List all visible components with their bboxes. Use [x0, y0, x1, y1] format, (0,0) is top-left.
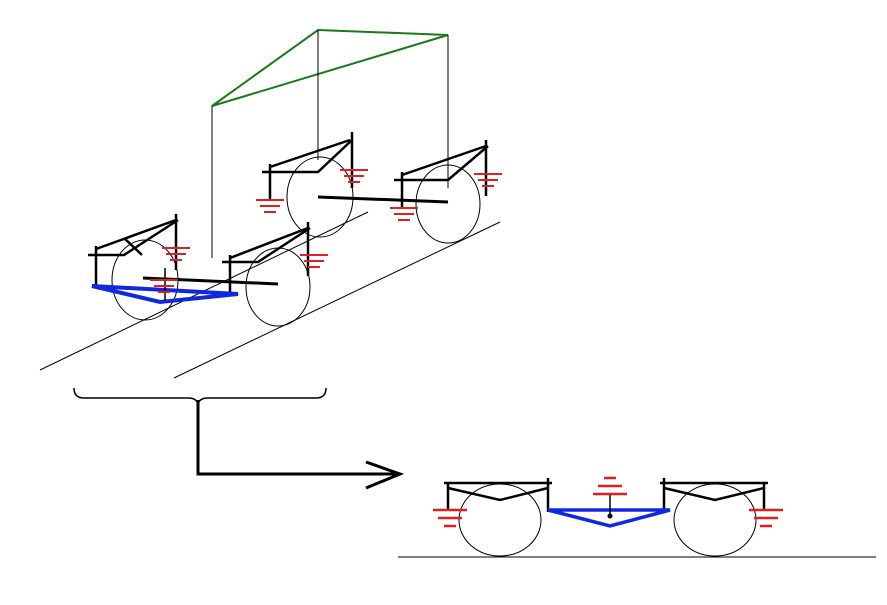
wheel-frames-top — [88, 132, 489, 296]
frame-side-right — [660, 478, 768, 512]
wheel-front-right — [245, 247, 311, 327]
suspension-triangle-top — [91, 268, 239, 305]
brace — [73, 387, 327, 407]
rail-right — [173, 221, 501, 379]
spring-ground-symbol — [162, 247, 190, 261]
spring-ground-symbol — [300, 254, 328, 268]
frame-side-left — [444, 478, 552, 512]
spring-ground-symbol — [256, 199, 284, 213]
upper-body-triangle — [211, 28, 449, 258]
blue-triangle-side — [547, 508, 671, 528]
green-triangle — [211, 28, 449, 107]
spring-ground-symbol — [150, 279, 178, 293]
spring-ground-symbol — [433, 508, 467, 528]
frame-front-left — [88, 214, 179, 286]
axle-rear — [317, 195, 449, 204]
spring-ground-symbol — [340, 169, 368, 183]
side-view — [398, 476, 876, 558]
springs-top — [150, 169, 502, 293]
wheel-rear-right — [415, 164, 481, 244]
arrow-right-icon — [196, 400, 405, 490]
wheel-side-left — [458, 483, 542, 557]
axles — [142, 195, 449, 286]
wheel-side-right — [673, 483, 757, 557]
spring-ground-symbol — [390, 207, 418, 221]
spring-ground-symbol — [593, 476, 627, 496]
frame-rear-left — [262, 132, 354, 200]
spring-ground-symbol — [474, 173, 502, 187]
frame-rear-right — [394, 140, 489, 208]
spring-ground-symbol — [749, 508, 783, 528]
